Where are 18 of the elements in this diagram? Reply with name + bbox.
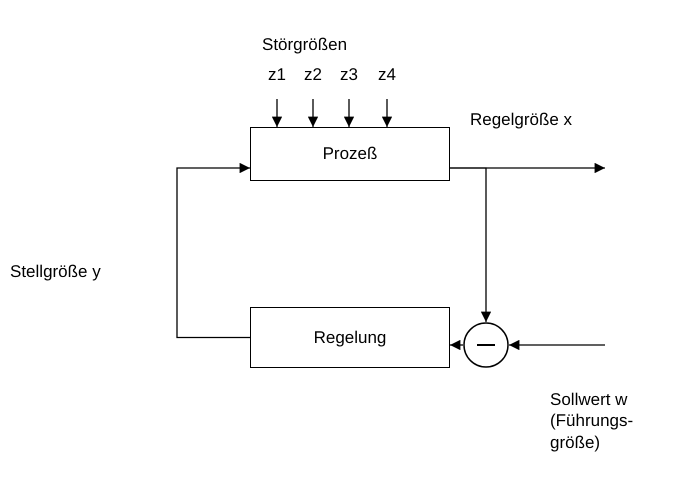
edge-label: Stellgröße y [10,262,101,282]
arrow [308,99,318,127]
edge-label: Regelgröße x [470,110,572,130]
heading-label: Störgrößen [262,35,348,55]
process-box: Prozeß [250,127,450,181]
arrow [450,167,492,322]
disturbance-label: z4 [372,63,402,87]
arrow [382,99,392,127]
disturbance-label: z1 [262,63,292,87]
arrow [450,340,463,350]
arrow [272,99,282,127]
disturbance-label: z2 [298,63,328,87]
arrow [509,340,605,350]
arrow [344,99,354,127]
disturbance-label: z3 [334,63,364,87]
setpoint-label: Sollwert w (Führungs- größe) [550,389,634,453]
controller-box: Regelung [250,307,450,368]
arrow [176,162,250,338]
